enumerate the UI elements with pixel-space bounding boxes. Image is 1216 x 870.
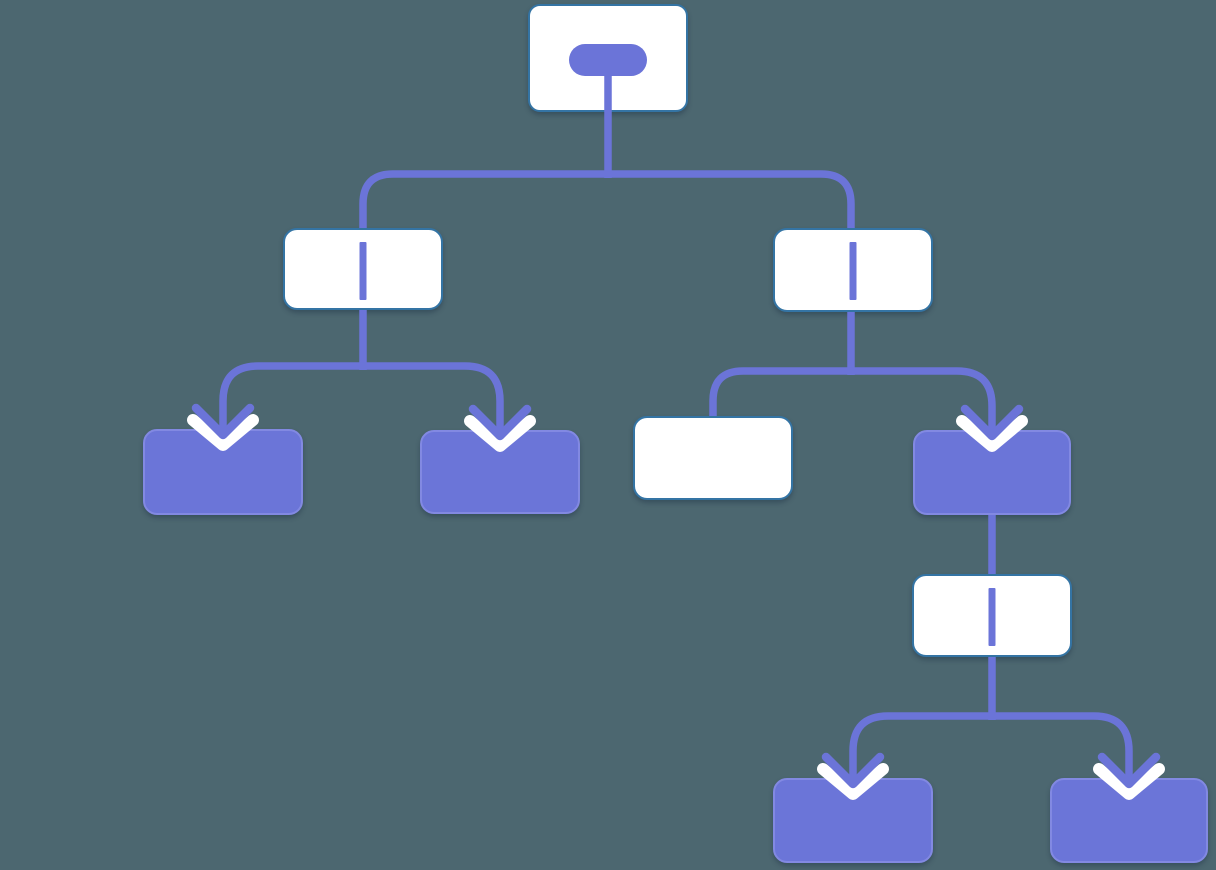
branch-node-right[interactable] — [773, 228, 933, 312]
child-node-plain[interactable] — [633, 416, 793, 500]
collapsed-indicator-line-icon — [849, 242, 857, 300]
connector-branchleft-to-leaves — [219, 362, 504, 433]
sub-branch-node[interactable] — [912, 574, 1072, 657]
leaf-node-1[interactable] — [143, 429, 303, 515]
collapsed-indicator-line-icon — [359, 242, 367, 300]
leaf-node-3[interactable] — [913, 430, 1071, 515]
leaf-node-2[interactable] — [420, 430, 580, 514]
leaf-node-5[interactable] — [1050, 778, 1208, 863]
connector-subbranch-to-leaves — [849, 712, 1133, 781]
collapsed-indicator-line-icon — [988, 588, 996, 646]
branch-node-left[interactable] — [283, 228, 443, 310]
connector-root-to-level1 — [359, 170, 855, 228]
root-node[interactable] — [528, 4, 688, 112]
subtree-pill-icon — [569, 44, 647, 76]
leaf-node-4[interactable] — [773, 778, 933, 863]
